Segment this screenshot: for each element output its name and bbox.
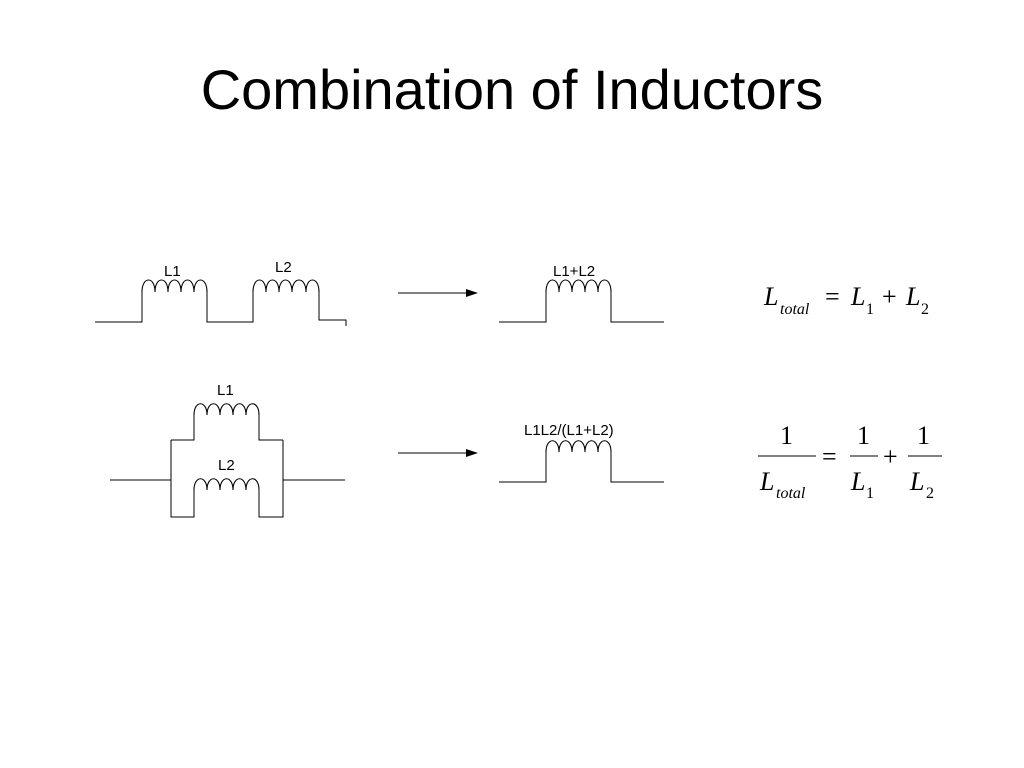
series-formula-term2-symbol: L [905, 282, 920, 311]
parallel-equivalent-circuit: L1L2/(L1+L2) [499, 422, 664, 483]
series-circuit-wire [95, 292, 347, 326]
series-formula-plus: + [882, 282, 897, 311]
series-inductor-l1 [141, 279, 208, 293]
series-inductor-l2 [252, 279, 320, 293]
series-formula-term2-subscript: 2 [921, 301, 929, 318]
series-formula-term1-symbol: L [850, 282, 865, 311]
parallel-inductor-l1 [193, 403, 260, 416]
parallel-label-l1: L1 [217, 382, 234, 399]
series-result-label: L1+L2 [553, 263, 595, 280]
parallel-label-l2: L2 [218, 457, 235, 474]
series-circuit: L1 L2 [95, 259, 347, 326]
parallel-circuit: L1 L2 [110, 382, 345, 518]
series-formula-lhs-subscript: total [780, 301, 810, 318]
parallel-formula-term1-numerator: 1 [857, 421, 870, 450]
parallel-formula-term2-symbol: L [909, 467, 924, 496]
series-equivalent-wire [499, 292, 664, 323]
parallel-formula-term2-numerator: 1 [917, 421, 930, 450]
series-formula: L total = L 1 + L 2 [763, 282, 929, 318]
parallel-formula-equals: = [822, 442, 837, 471]
parallel-formula-lhs-numerator: 1 [780, 421, 793, 450]
parallel-formula-term2-subscript: 2 [926, 485, 934, 502]
parallel-circuit-wire [110, 415, 345, 518]
series-equivalent-inductor [545, 279, 612, 293]
series-label-l2: L2 [275, 259, 292, 276]
parallel-equivalent-wire [499, 452, 664, 483]
parallel-arrow [398, 449, 478, 457]
parallel-inductor-l2 [193, 478, 260, 491]
series-formula-equals: = [825, 282, 840, 311]
parallel-result-label: L1L2/(L1+L2) [524, 422, 614, 439]
parallel-formula-lhs-subscript: total [776, 485, 806, 502]
series-equivalent-circuit: L1+L2 [499, 263, 664, 323]
parallel-formula-lhs-symbol: L [759, 467, 774, 496]
parallel-formula-term1-symbol: L [850, 467, 865, 496]
parallel-formula: 1 L total = 1 L 1 + 1 L 2 [758, 421, 942, 502]
parallel-equivalent-inductor [545, 440, 612, 453]
series-formula-lhs-symbol: L [763, 282, 778, 311]
parallel-formula-plus: + [883, 442, 898, 471]
series-formula-term1-subscript: 1 [866, 301, 874, 318]
slide-title: Combination of Inductors [200, 58, 824, 121]
parallel-formula-term1-subscript: 1 [866, 485, 874, 502]
series-arrow [398, 289, 478, 297]
series-label-l1: L1 [164, 263, 181, 280]
